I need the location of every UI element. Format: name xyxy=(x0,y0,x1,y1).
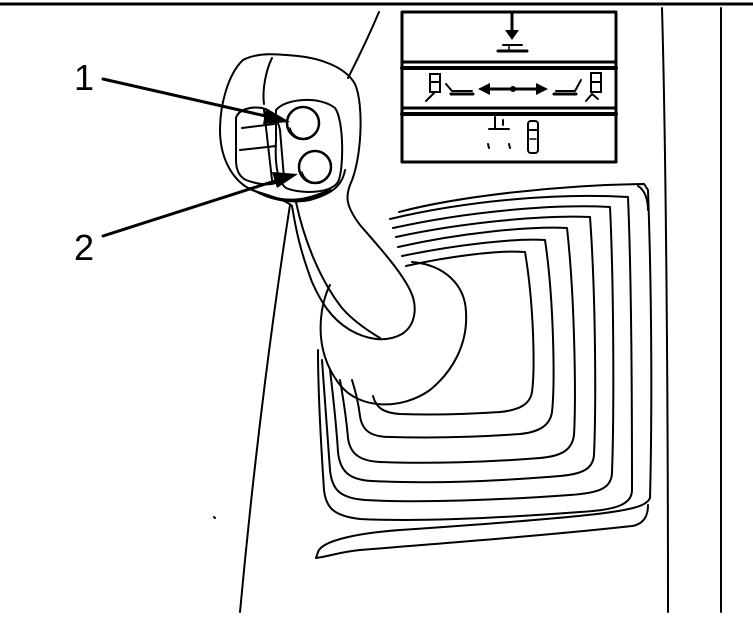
lower-joystick-button[interactable] xyxy=(297,149,333,185)
joystick-handle xyxy=(219,53,416,341)
callout-label-1: 1 xyxy=(74,57,94,98)
bucket-tilt-left-icon xyxy=(425,73,475,102)
control-decal xyxy=(400,10,618,164)
joystick-boot xyxy=(315,183,653,559)
console-left-edge xyxy=(239,11,380,613)
small-dot xyxy=(213,516,216,519)
callout-1: 1 xyxy=(74,57,290,124)
float-symbol-icon xyxy=(487,116,511,149)
joystick-mini-icon xyxy=(527,120,539,154)
console-side-edges xyxy=(661,7,722,613)
arrowhead-1 xyxy=(263,108,290,124)
bucket-tilt-right-icon xyxy=(552,72,602,102)
arrowhead-2 xyxy=(272,172,298,188)
horizontal-double-arrow-icon xyxy=(478,83,548,95)
callout-label-2: 2 xyxy=(74,227,94,268)
down-arrow-icon xyxy=(496,12,529,53)
callout-2: 2 xyxy=(74,172,298,268)
upper-joystick-button[interactable] xyxy=(285,105,321,141)
